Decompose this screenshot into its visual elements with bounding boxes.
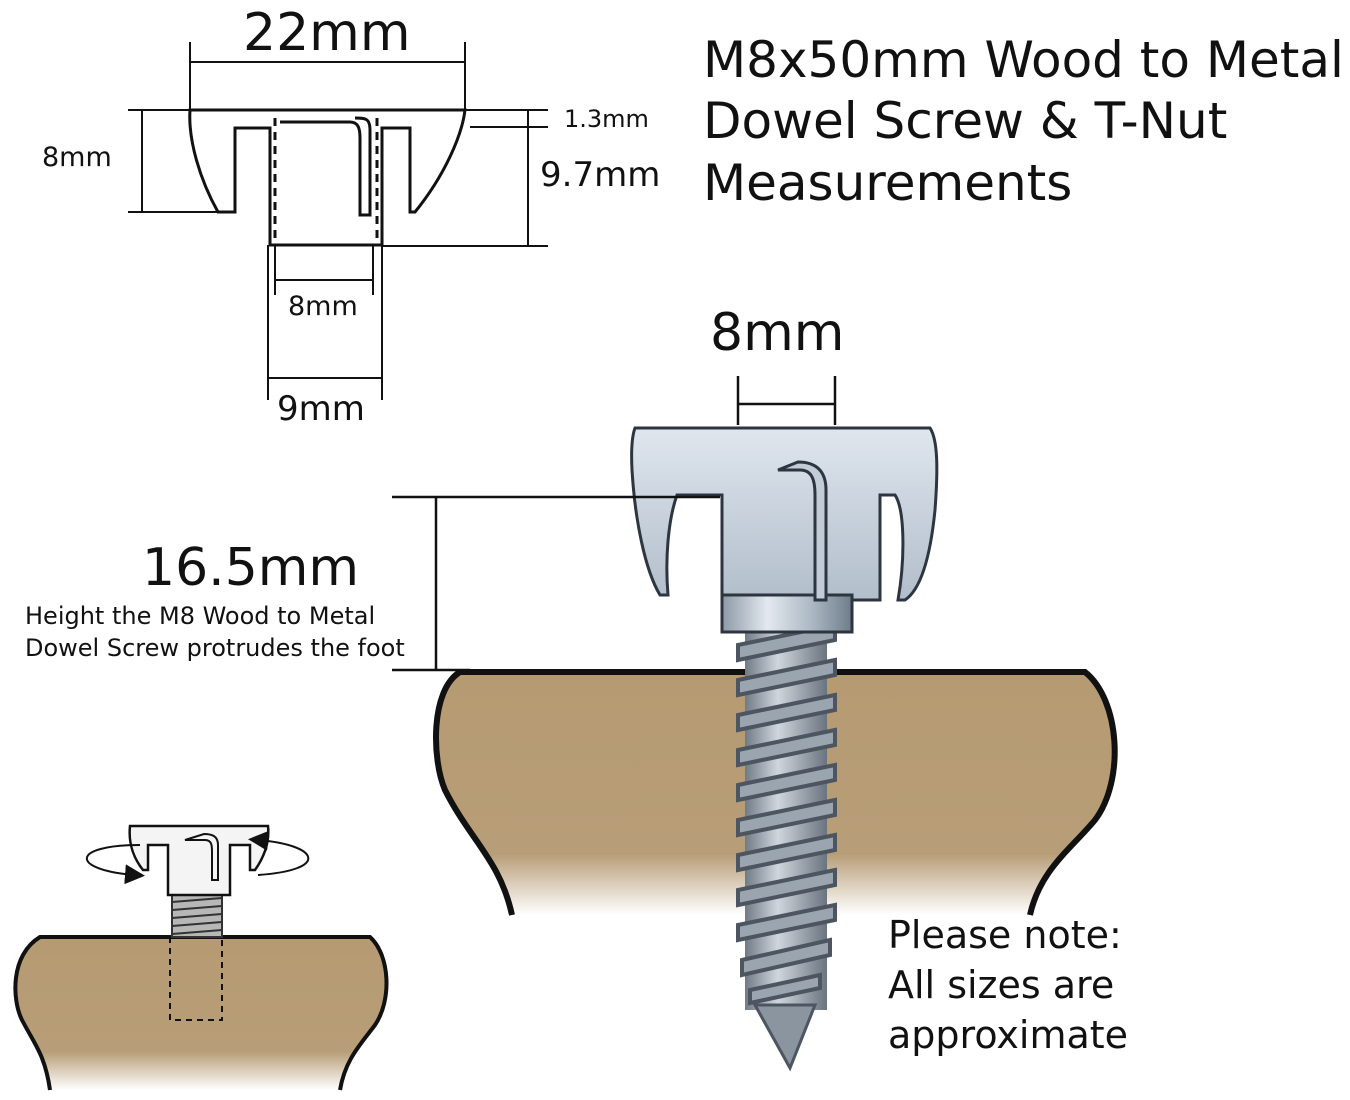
title-line-2: Dowel Screw & T-Nut	[703, 92, 1227, 150]
dim-8-left-label: 8mm	[42, 142, 112, 173]
note-block: Please note: All sizes are approximate	[888, 913, 1128, 1057]
dim-9-7-label: 9.7mm	[540, 155, 660, 195]
wood-foot-outline	[432, 669, 1118, 916]
dim-protrusion-label: 16.5mm	[142, 538, 359, 598]
tnut-flange-outline	[188, 108, 467, 247]
note-line-2: All sizes are	[888, 963, 1114, 1007]
screw-tip	[752, 1003, 818, 1072]
install-inset	[13, 824, 389, 1091]
protrusion-caption-line-1: Height the M8 Wood to Metal	[25, 602, 375, 630]
dim-9-label: 9mm	[277, 389, 365, 429]
main-diagram: 8mm 16.5mm Height the M8 Wood to Metal D…	[25, 303, 1118, 1072]
title-line-1: M8x50mm Wood to Metal	[703, 31, 1344, 89]
screw-threads	[736, 622, 837, 1006]
title-line-3: Measurements	[703, 154, 1072, 212]
dim-22-label: 22mm	[243, 3, 410, 63]
tnut-center-prong	[280, 116, 372, 217]
inset-thread-lines	[171, 897, 223, 935]
inset-tnut-fork	[184, 832, 219, 881]
tnut-schematic: 22mm 8mm 1.3mm 9.7mm 8mm 9mm	[42, 3, 660, 429]
rotation-arrow-right	[248, 830, 310, 876]
note-line-3: approximate	[888, 1013, 1128, 1057]
dim-1-3-label: 1.3mm	[564, 105, 649, 133]
tnut-center-fork	[777, 460, 828, 602]
protrusion-caption-line-2: Dowel Screw protrudes the foot	[25, 634, 405, 662]
title-block: M8x50mm Wood to Metal Dowel Screw & T-Nu…	[703, 31, 1344, 212]
note-line-1: Please note:	[888, 913, 1122, 957]
dim-thread-label: 8mm	[710, 303, 844, 363]
dim-8-inner-label: 8mm	[288, 291, 358, 322]
rotation-arrow-left	[86, 844, 145, 885]
inset-wood-foot	[15, 937, 387, 1090]
tnut-collar	[720, 593, 854, 634]
